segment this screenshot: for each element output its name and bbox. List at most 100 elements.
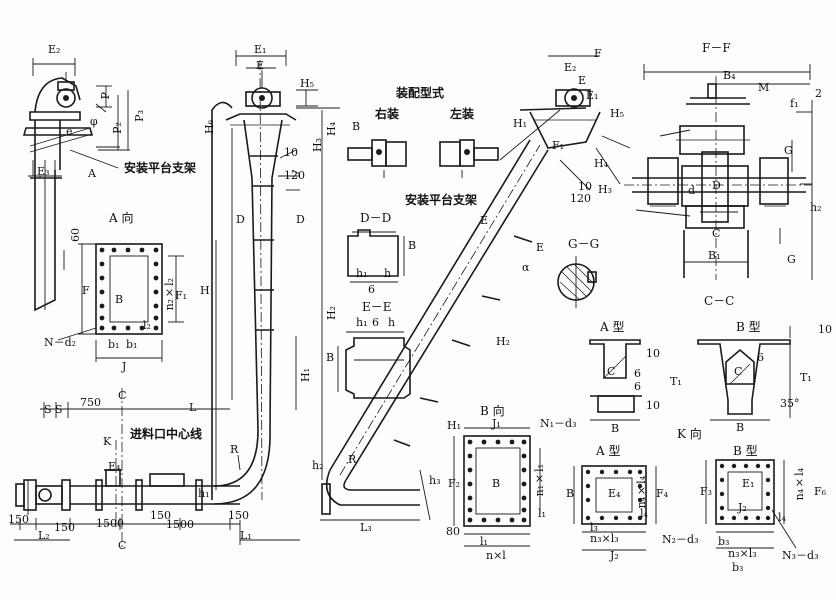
bv-dim-n1l1: n₁×l₁ <box>533 464 546 497</box>
bt-dim-b: B <box>736 421 745 434</box>
ff-label-c: C <box>712 227 721 240</box>
dim-p2: P₂ <box>111 122 124 134</box>
view-k-title: K 向 <box>677 427 702 441</box>
k-dim-f3: F₃ <box>700 485 713 498</box>
section-d-left: D <box>236 213 245 226</box>
k-dim-l4-b: l₄ <box>778 511 786 524</box>
dim-h5: H₅ <box>300 77 315 90</box>
ff-label-d: D <box>712 179 721 192</box>
dim-r: R <box>230 443 239 456</box>
dd-dim-6: 6 <box>368 283 375 296</box>
dim-150-a: 150 <box>8 513 29 526</box>
dim-f: F <box>82 284 90 297</box>
incl-dim-h1-lower: H₁ <box>447 419 462 432</box>
dim-p3: P₃ <box>133 110 146 122</box>
k-dim-b3: b₃ <box>718 535 730 548</box>
label-f1: F₁ <box>552 139 565 152</box>
k-dim-e4: E₄ <box>608 487 621 500</box>
k-dim-j2: J₂ <box>610 549 619 562</box>
dim-150-c: 150 <box>228 509 249 522</box>
gg-section <box>557 256 597 308</box>
label-b-arrow: B <box>352 120 361 133</box>
dd-dim-b: B <box>408 239 417 252</box>
dim-h2: H₂ <box>325 306 338 321</box>
incl-dim-e1: E₁ <box>586 89 599 102</box>
k-dim-n4l4: n₄×l₄ <box>635 476 648 509</box>
label-a-arrow: A <box>88 167 96 180</box>
bt-label-c: C <box>734 365 743 378</box>
incl-dim-h2: H₂ <box>496 335 511 348</box>
incl-dim-r: R <box>348 453 357 466</box>
ee-section <box>337 331 411 399</box>
section-c-bottom: C <box>118 539 127 552</box>
dd-dim-h1: h₁ <box>356 267 368 280</box>
dim-h6: H₆ <box>203 120 216 135</box>
bv-dim-l1: l₁ <box>538 507 546 520</box>
incl-dim-h3-small: h₃ <box>429 474 441 487</box>
vertical-elevator <box>211 50 340 505</box>
ff-dim-b1: B₁ <box>708 249 721 262</box>
bv-hole-note: N₁－d₃ <box>540 417 577 430</box>
left-head-detail <box>22 58 130 312</box>
dim-60: 60 <box>69 228 82 242</box>
section-d-right: D <box>296 213 305 226</box>
ff-dim-m: M <box>758 81 770 94</box>
dim-l1: L₁ <box>240 529 252 542</box>
dim-1500-a: 1500 <box>96 517 124 530</box>
view-ee-title: E－E <box>362 300 392 314</box>
k-dim-j2-b: J₂ <box>738 501 747 514</box>
ff-dim-h2: h₂ <box>810 201 822 214</box>
view-b-type2-title: B 型 <box>733 444 758 458</box>
incl-dim-e: E <box>578 74 587 87</box>
k-dim-n3l3-b: n₃×l₃ <box>728 547 757 560</box>
dim-l: L <box>189 401 197 414</box>
section-f-top: F <box>594 47 602 60</box>
view-b-title: B 向 <box>480 404 505 418</box>
dim-e1: E₁ <box>254 43 267 56</box>
dim-e-top: E <box>256 59 265 72</box>
dd-dim-h: h <box>384 267 392 280</box>
a-view-flange <box>57 243 184 362</box>
k-dim-b: B <box>566 487 575 500</box>
k-hole-note-a: N₂－d₃ <box>662 533 699 546</box>
inlet-types <box>589 326 791 421</box>
incl-dim-l3: L₃ <box>360 521 372 534</box>
incl-dim-e2: E₂ <box>564 61 577 74</box>
dim-750: 750 <box>80 396 101 409</box>
b-view-flange <box>453 427 541 547</box>
inclined-elevator <box>320 55 631 521</box>
incl-dim-h5: H₅ <box>610 107 625 120</box>
incl-dim-120: 120 <box>570 192 591 205</box>
bt-dim-10: 10 <box>818 323 832 336</box>
assembly-form-icons <box>347 139 499 178</box>
dim-ss: S S <box>44 403 63 416</box>
platform-bracket-note-mid: 安装平台支架 <box>405 193 478 207</box>
head-assembly <box>624 64 813 280</box>
view-a-type-title: A 型 <box>600 320 625 334</box>
bv-dim-nl: n×l <box>486 549 506 562</box>
dim-b1-b: b₁ <box>126 338 138 351</box>
ff-dim-f1: f₁ <box>790 97 799 110</box>
at-dim-b: B <box>611 422 620 435</box>
platform-bracket-note-left: 安装平台支架 <box>124 161 197 175</box>
k-dim-n4l4-b: n₄×l₄ <box>793 468 806 501</box>
view-gg-title: G－G <box>568 237 600 251</box>
section-c-top: C <box>118 389 127 402</box>
incl-dim-10: 10 <box>578 180 592 193</box>
dd-section <box>347 229 405 283</box>
k-dim-l3: l₃ <box>590 521 598 534</box>
dim-n2l2: n₂×l₂ <box>163 278 176 311</box>
ff-label-d-small: d <box>688 184 696 197</box>
at-dim-6-b: 6 <box>634 380 641 393</box>
k-dim-n3l3: n₃×l₃ <box>590 532 619 545</box>
at-dim-10-b: 10 <box>646 399 660 412</box>
dim-10: 10 <box>284 146 298 159</box>
view-cc-title: C－C <box>704 294 735 308</box>
dim-h3: H₃ <box>311 138 324 153</box>
bv-dim-l1-b: l₁ <box>480 535 488 548</box>
ee-dim-b: B <box>326 351 335 364</box>
k-view-flanges <box>573 459 797 551</box>
dim-e: e <box>66 125 73 138</box>
